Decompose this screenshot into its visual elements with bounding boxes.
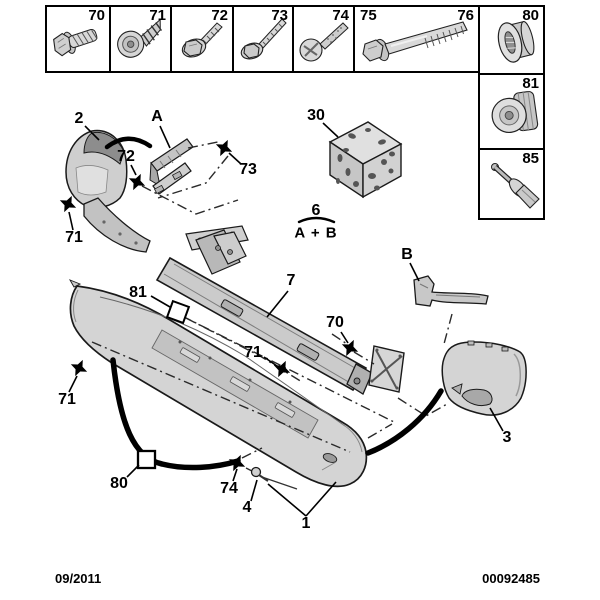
fastener-kit-box-30 xyxy=(328,121,403,199)
torx-washer-head-screw-icon xyxy=(116,18,162,58)
fastener-box-75-label: 75 xyxy=(360,7,377,24)
fastener-box-74: 74 xyxy=(292,5,355,73)
pan-head-screw-icon xyxy=(298,22,349,62)
swing-arc-shield-to-bracket xyxy=(104,136,153,150)
formula-denominator: A + B xyxy=(294,224,338,242)
callout-80: 80 xyxy=(110,475,128,492)
leader-lines xyxy=(68,122,504,517)
fastener-box-73: 73 xyxy=(232,5,294,73)
fastener-box-70: 70 xyxy=(45,5,111,73)
callout-4: 4 xyxy=(242,499,252,516)
blind-rivet-icon xyxy=(490,163,540,209)
callout-1: 1 xyxy=(301,515,311,532)
footer-date: 09/2011 xyxy=(55,571,102,586)
hex-head-screw-icon xyxy=(53,28,98,57)
callout-72: 72 xyxy=(117,148,135,165)
marker-square-80 xyxy=(136,449,157,470)
callout-74: 74 xyxy=(220,480,238,497)
marker-square-81 xyxy=(165,299,191,325)
fastener-box-80-label: 80 xyxy=(522,7,539,24)
swing-arc-bumper-right xyxy=(365,388,444,456)
footer-doc-number: 00092485 xyxy=(482,571,540,586)
hex-washer-head-screw-long-icon xyxy=(240,18,287,60)
fastener-box-80: 80 xyxy=(478,5,545,75)
fastener-box-72-label: 72 xyxy=(211,7,228,24)
screw-cross-marker-72 xyxy=(125,170,149,194)
fastener-box-71: 71 xyxy=(109,5,172,73)
bumper-corner-piece-part-3 xyxy=(441,340,527,416)
oval-flange-grommet-nut-icon xyxy=(497,20,534,63)
callout-3: 3 xyxy=(502,429,512,446)
bracket-b xyxy=(413,275,489,307)
bumper-reinforcement-beam-part-7 xyxy=(155,229,373,395)
fastener-box-76-label: 76 xyxy=(457,7,474,24)
clip-part-4 xyxy=(250,466,298,490)
callout-70: 70 xyxy=(326,314,344,331)
swing-arc-bumper-left xyxy=(110,357,241,471)
fastener-box-81-label: 81 xyxy=(522,75,539,92)
callout-71-beam: 71 xyxy=(244,344,262,361)
callout-71-left: 71 xyxy=(58,391,76,408)
callout-73: 73 xyxy=(239,161,257,178)
callout-2: 2 xyxy=(74,110,84,127)
callout-b: B xyxy=(401,246,413,263)
bracket-a xyxy=(149,138,194,195)
fastener-box-73-label: 73 xyxy=(271,7,288,24)
callout-81: 81 xyxy=(129,284,147,301)
fastener-box-75-76: 75 76 xyxy=(353,5,480,73)
alignment-dash-lines xyxy=(91,141,453,475)
screw-cross-marker-71-left xyxy=(67,356,91,380)
round-expansion-nut-icon xyxy=(491,90,538,133)
callout-7: 7 xyxy=(286,272,296,289)
fastener-box-85: 85 xyxy=(478,148,545,220)
formula-numerator: 6 xyxy=(311,202,321,219)
fastener-box-72: 72 xyxy=(170,5,234,73)
callout-a: A xyxy=(151,108,163,125)
rear-bumper-cover-part-1 xyxy=(68,279,368,488)
fastener-box-74-label: 74 xyxy=(332,7,349,24)
hex-washer-head-screw-icon xyxy=(181,22,223,58)
fastener-box-85-label: 85 xyxy=(522,150,539,167)
beam-end-x-brace-bracket xyxy=(368,345,405,393)
wheel-arch-shield-part-2 xyxy=(65,129,151,253)
screw-cross-marker-71-beam xyxy=(270,357,294,381)
formula-fraction-line xyxy=(297,216,336,224)
callout-30: 30 xyxy=(307,107,325,124)
fastener-box-71-label: 71 xyxy=(149,7,166,24)
fastener-box-70-label: 70 xyxy=(88,7,105,24)
fastener-box-81: 81 xyxy=(478,73,545,150)
callout-71-shield: 71 xyxy=(65,229,83,246)
long-hex-bolt-icon xyxy=(361,21,468,62)
